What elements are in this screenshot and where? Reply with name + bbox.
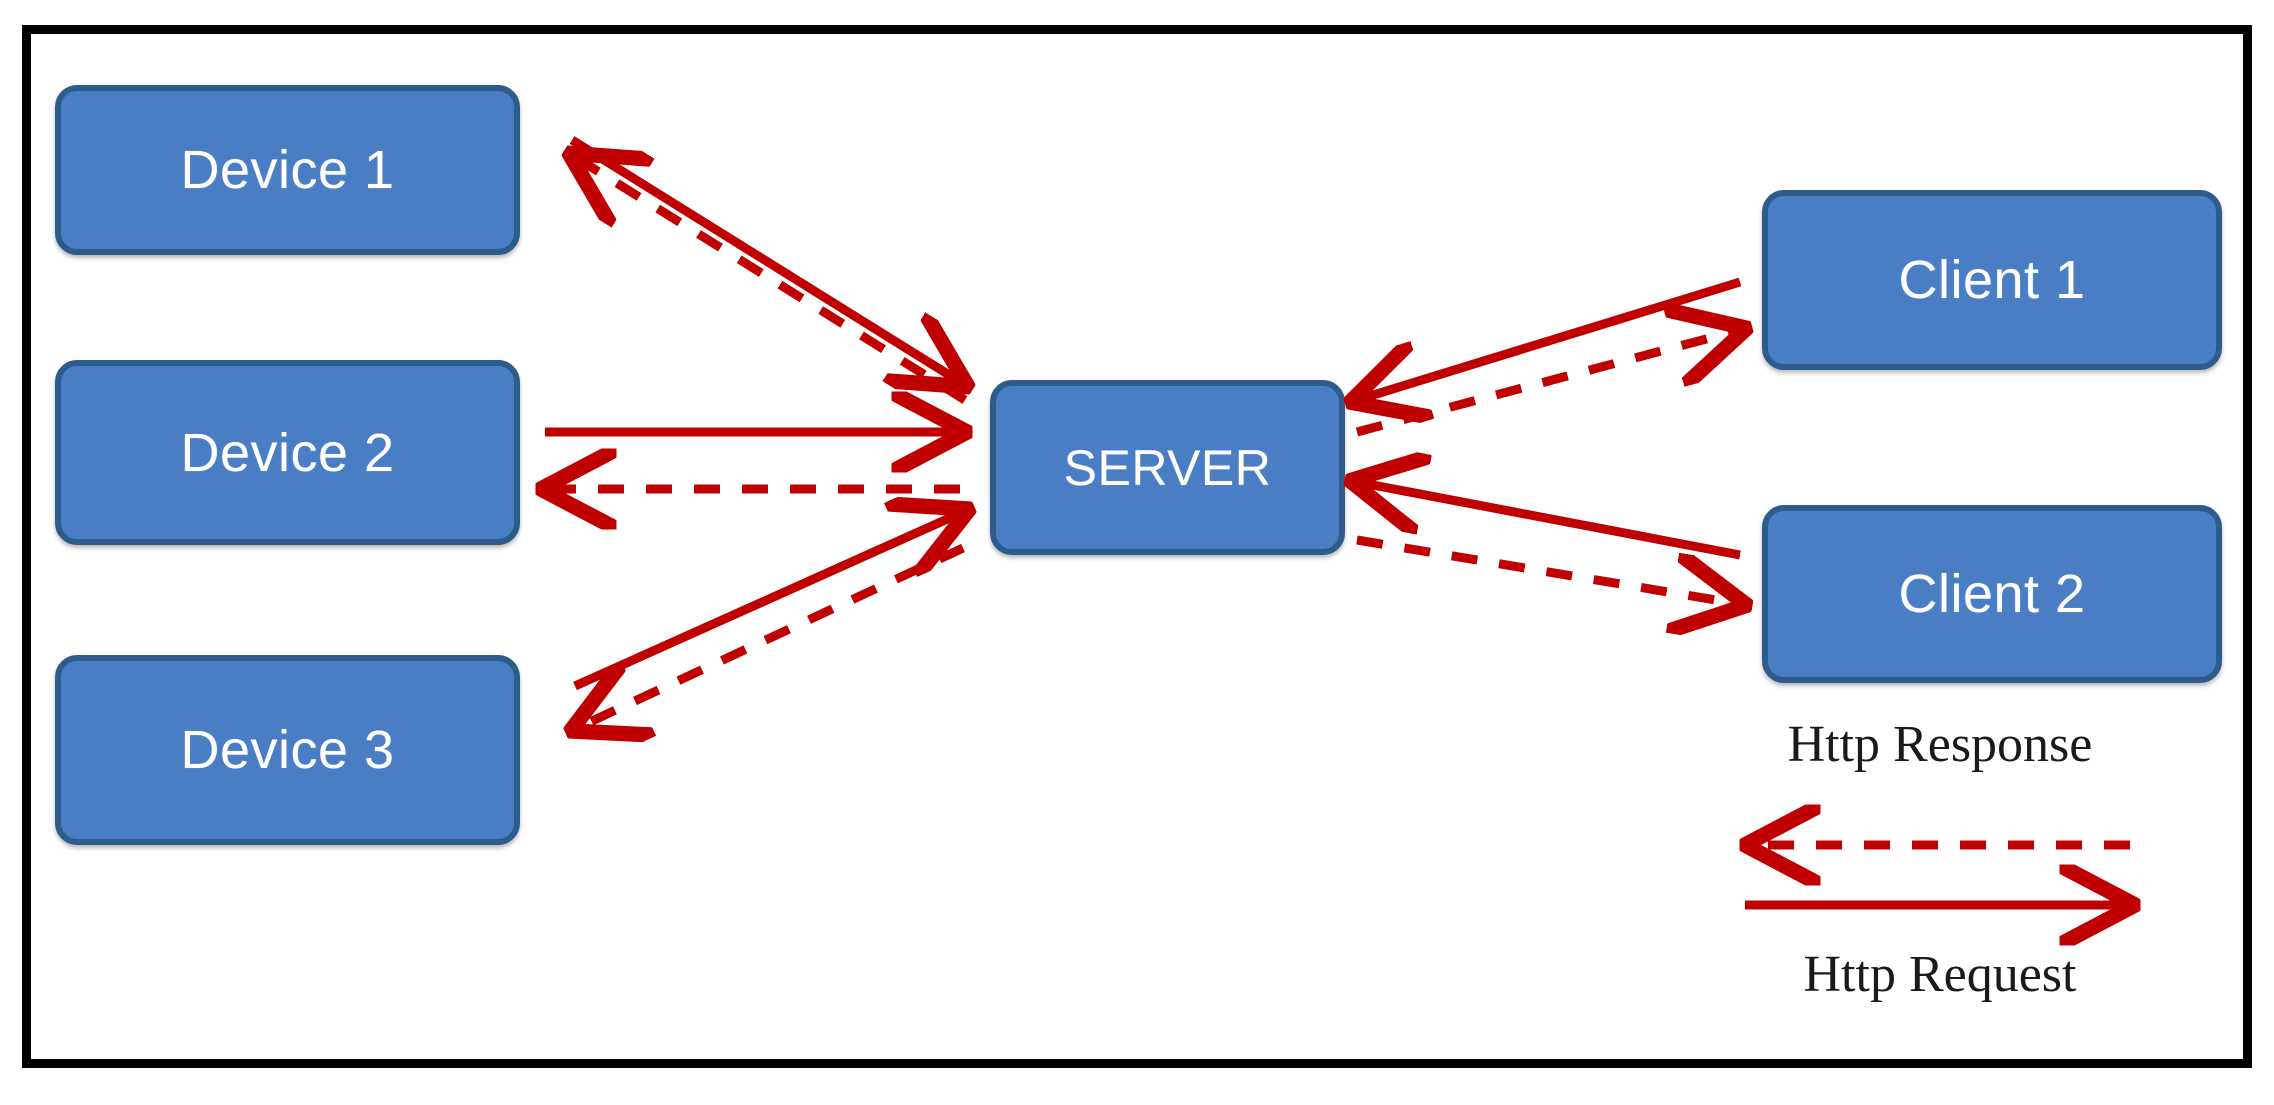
node-label: Client 2 — [1898, 564, 2086, 624]
node-label: SERVER — [1063, 439, 1272, 496]
node-client-1[interactable]: Client 1 — [1762, 190, 2222, 370]
node-device-1[interactable]: Device 1 — [55, 85, 520, 255]
node-label: Device 2 — [180, 422, 395, 483]
node-label: Device 1 — [180, 140, 395, 200]
node-device-3[interactable]: Device 3 — [55, 655, 520, 845]
node-client-2[interactable]: Client 2 — [1762, 505, 2222, 683]
legend-label-response: Http Response — [1787, 716, 2093, 773]
node-device-2[interactable]: Device 2 — [55, 360, 520, 545]
node-label: Device 3 — [180, 720, 395, 780]
node-server[interactable]: SERVER — [990, 380, 1345, 555]
node-label: Client 1 — [1898, 250, 2086, 310]
legend-label-request: Http Request — [1803, 946, 2077, 1003]
